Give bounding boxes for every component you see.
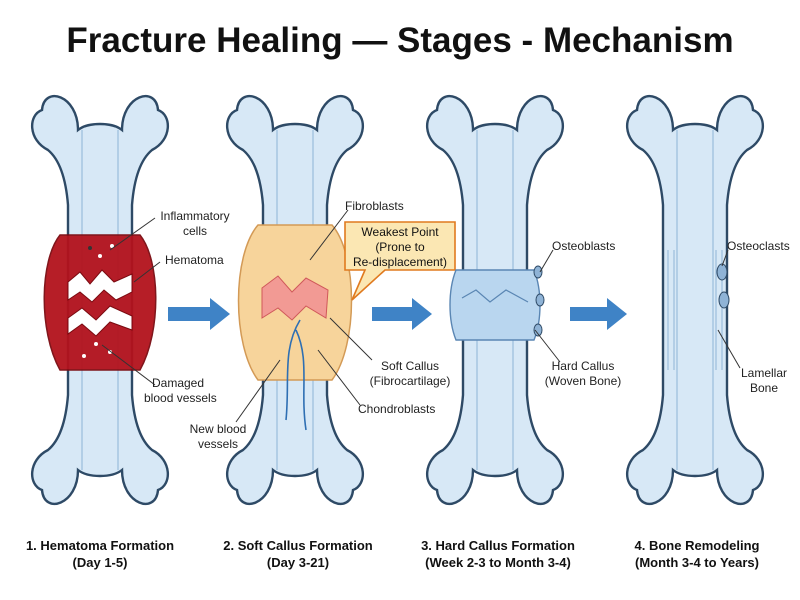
label-chondroblasts: Chondroblasts bbox=[358, 402, 435, 416]
leader-osteoblasts bbox=[539, 249, 554, 273]
callout-line-2: (Prone to bbox=[375, 240, 425, 254]
label-soft-callus-2: (Fibrocartilage) bbox=[370, 374, 451, 388]
arrow-stage-2-to-3 bbox=[372, 298, 432, 330]
arrow-stage-3-to-4 bbox=[570, 298, 627, 330]
leader-soft-callus bbox=[329, 317, 373, 361]
caption-stage-3: 3. Hard Callus Formation bbox=[421, 538, 575, 553]
label-hard-callus: Hard Callus bbox=[552, 359, 615, 373]
caption-stage-2-days: (Day 3-21) bbox=[267, 555, 329, 570]
label-osteoclasts: Osteoclasts bbox=[727, 239, 790, 253]
leader-new-vessels bbox=[235, 359, 281, 423]
page-title: Fracture Healing — Stages - Mechanism bbox=[66, 21, 733, 60]
leader-fibroblasts bbox=[309, 209, 349, 261]
medullary-cavity-lines bbox=[676, 130, 714, 470]
lamellar-lines bbox=[667, 250, 723, 370]
label-fibroblasts: Fibroblasts bbox=[345, 199, 404, 213]
callout-line-1: Weakest Point bbox=[361, 225, 439, 239]
caption-stage-4: 4. Bone Remodeling bbox=[635, 538, 760, 553]
arrow-stage-1-to-2 bbox=[168, 298, 230, 330]
leader-osteoclasts bbox=[721, 249, 729, 267]
hematoma-area bbox=[43, 234, 157, 371]
hard-callus-area bbox=[449, 269, 541, 341]
label-inflammatory-cells-2: cells bbox=[183, 224, 207, 238]
leader-hematoma bbox=[133, 261, 161, 283]
stage-1-hematoma: Inflammatory cells Hematoma Damaged bloo… bbox=[30, 94, 230, 506]
fibrocartilage-zone bbox=[261, 275, 329, 321]
leader-hard-callus bbox=[534, 329, 561, 363]
leader-damaged-vessels bbox=[101, 344, 156, 386]
caption-stage-3-days: (Week 2-3 to Month 3-4) bbox=[425, 555, 571, 570]
label-soft-callus: Soft Callus bbox=[381, 359, 439, 373]
caption-stage-1-days: (Day 1-5) bbox=[73, 555, 128, 570]
label-lamellar-bone-2: Bone bbox=[750, 381, 778, 395]
new-blood-vessels bbox=[285, 319, 307, 431]
stage-4-remodeling: Osteoclasts Lamellar Bone bbox=[625, 94, 790, 506]
label-hematoma: Hematoma bbox=[165, 253, 224, 267]
callout-line-3: Re-displacement) bbox=[353, 255, 447, 269]
weakest-point-callout bbox=[344, 221, 456, 301]
label-new-blood-vessels-2: vessels bbox=[198, 437, 238, 451]
label-damaged-vessels-2: blood vessels bbox=[144, 391, 217, 405]
caption-stage-4-days: (Month 3-4 to Years) bbox=[635, 555, 759, 570]
inflammatory-cells bbox=[82, 244, 114, 358]
label-osteoblasts: Osteoblasts bbox=[552, 239, 615, 253]
leader-chondroblasts bbox=[317, 349, 361, 406]
stage-3-hard-callus: Osteoblasts Hard Callus (Woven Bone) bbox=[425, 94, 621, 506]
leader-inflammatory bbox=[109, 217, 156, 251]
leader-lamellar bbox=[717, 329, 741, 369]
fracture-gap-lower bbox=[67, 305, 133, 337]
label-hard-callus-2: (Woven Bone) bbox=[545, 374, 621, 388]
fracture-gap bbox=[67, 269, 133, 303]
caption-stage-2: 2. Soft Callus Formation bbox=[223, 538, 373, 553]
caption-stage-1: 1. Hematoma Formation bbox=[26, 538, 174, 553]
osteoclast-cells bbox=[716, 263, 730, 309]
label-new-blood-vessels: New blood bbox=[190, 422, 247, 436]
label-damaged-vessels: Damaged bbox=[152, 376, 204, 390]
stage-2-soft-callus: Fibroblasts Soft Callus (Fibrocartilage)… bbox=[190, 94, 456, 506]
osteoblast-cells bbox=[533, 265, 545, 337]
bone-shaft bbox=[625, 94, 765, 506]
woven-bone-line bbox=[461, 289, 529, 303]
label-inflammatory-cells: Inflammatory bbox=[160, 209, 229, 223]
label-lamellar-bone: Lamellar bbox=[741, 366, 787, 380]
